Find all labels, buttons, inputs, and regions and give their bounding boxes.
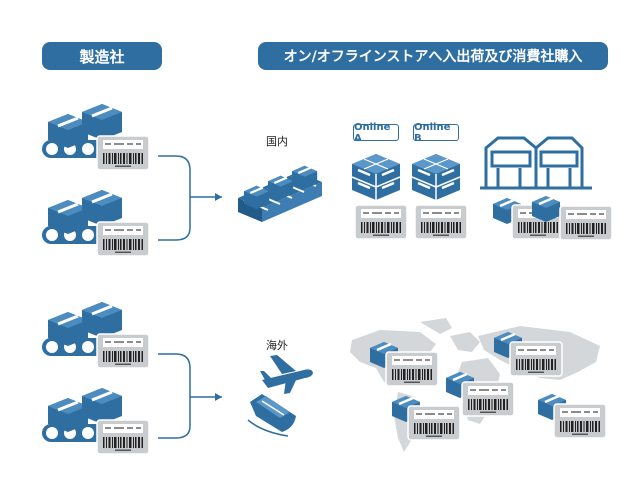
ship-icon: [247, 394, 296, 437]
factory-icon-bottom-2: [40, 386, 150, 455]
manufacturer-header: 製造社: [42, 42, 162, 70]
online-a-tag: Online A: [353, 122, 399, 144]
distribution-header: オン/オフラインストアへ入出荷及び消費社購入: [258, 42, 608, 70]
factory-icon-top-2: [40, 188, 150, 257]
airplane-icon: [260, 355, 313, 394]
domestic-shipment-icon: [238, 164, 322, 222]
warehouse-icon: [480, 136, 592, 190]
warehouse-packages: [491, 194, 613, 241]
online-b-store-icon: [410, 152, 468, 240]
online-a-store-icon: [350, 152, 408, 240]
factory-icon-top-1: [40, 102, 150, 171]
factory-icon-bottom-1: [40, 300, 150, 369]
overseas-flow-arrow: [158, 353, 222, 439]
domestic-label: 国内: [266, 135, 288, 148]
overseas-label: 海外: [266, 339, 288, 352]
domestic-flow-arrow: [158, 155, 222, 241]
online-b-tag: Online B: [413, 122, 459, 144]
